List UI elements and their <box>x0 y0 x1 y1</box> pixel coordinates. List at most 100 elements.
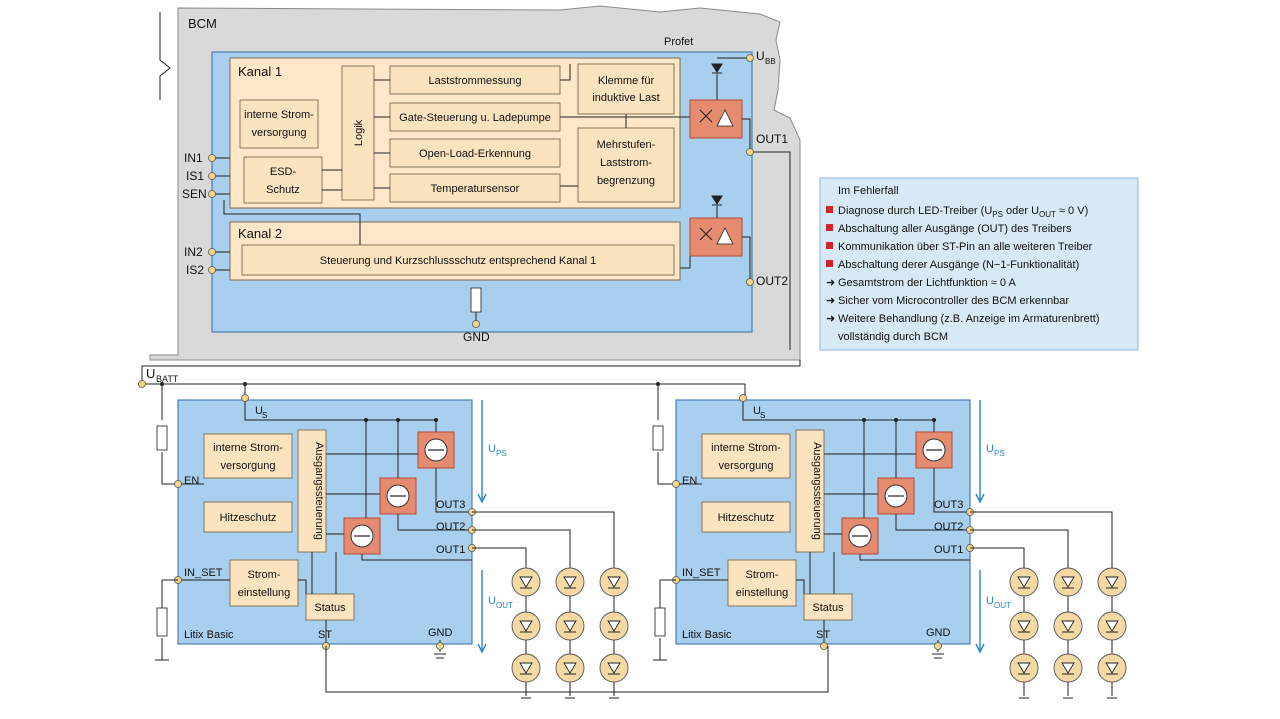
out1-label: OUT1 <box>436 544 465 556</box>
laststrommessung-block <box>389 65 561 95</box>
out3-label: OUT3 <box>934 499 963 511</box>
klemme-block <box>577 63 675 115</box>
pin-is2: IS2 <box>186 263 204 277</box>
kanal2-label: Kanal 2 <box>238 226 282 241</box>
pin-sen: SEN <box>182 187 207 201</box>
en-label: EN <box>184 475 199 487</box>
gate-steuerung-label: Gate-Steuerung u. Ladepumpe <box>399 112 551 124</box>
driver-wire <box>895 514 970 531</box>
open-load-block <box>389 138 561 168</box>
legend-item-8: vollständig durch BCM <box>838 331 948 343</box>
interne-strom-line1: interne Strom- <box>244 109 314 121</box>
uout-label: U <box>986 595 994 607</box>
led-diode-symbol <box>1017 576 1031 589</box>
pin-is1: IS1 <box>186 169 204 183</box>
gnd-symbol <box>434 653 446 659</box>
led-diode-symbol <box>1061 662 1075 675</box>
uout-arrow <box>477 570 487 654</box>
in-set-resistor <box>156 607 168 637</box>
led-diode-symbol <box>563 576 577 589</box>
strom-line2: einstellung <box>238 587 291 599</box>
ups-label: U <box>986 443 994 455</box>
strom-line2: einstellung <box>736 587 789 599</box>
driver-wire <box>859 554 970 561</box>
hitzeschutz-block <box>203 501 293 533</box>
driver-pin <box>739 394 747 402</box>
profet-pins <box>208 54 754 328</box>
out2-label: OUT2 <box>436 521 465 533</box>
klemme-line1: Klemme für <box>598 75 655 87</box>
st-label: ST <box>318 629 332 641</box>
legend-item-7: Weitere Behandlung (z.B. Anzeige im Arma… <box>838 313 1100 325</box>
status-block <box>803 593 853 621</box>
wire-node <box>396 418 400 422</box>
strom-line1: Strom- <box>248 569 281 581</box>
stromeinstellung-block <box>229 559 299 607</box>
wire-node <box>364 418 368 422</box>
driver-wire <box>796 579 805 594</box>
profet-gnd-label: GND <box>463 330 490 344</box>
led-diode-symbol <box>1105 576 1119 589</box>
uout-sub: OUT <box>496 601 513 610</box>
gnd-label: GND <box>926 627 951 639</box>
interne-strom-line2: versorgung <box>251 127 306 139</box>
legend-arrow-icon: ➜ <box>826 295 835 307</box>
kanal1-wires <box>322 64 690 191</box>
ups-label: U <box>488 443 496 455</box>
led-diode-symbol <box>607 576 621 589</box>
driver-pin <box>934 642 942 650</box>
clamp-diode-1 <box>711 63 723 74</box>
ups-sub: PS <box>496 449 507 458</box>
pin-in2: IN2 <box>184 245 203 259</box>
legend-item-5: Gesamtstrom der Lichtfunktion ≈ 0 A <box>838 277 1017 289</box>
temperatursensor-label: Temperatursensor <box>431 183 520 195</box>
klemme-line2: induktive Last <box>592 92 659 104</box>
in-set-label: IN_SET <box>184 567 223 579</box>
profet-resistor <box>470 287 482 313</box>
interne-stromversorgung-block <box>239 99 319 149</box>
profet-label: Profet <box>664 36 693 48</box>
st-link <box>325 646 829 693</box>
driver-wire <box>933 468 970 513</box>
litix-name: Litix Basic <box>682 629 732 641</box>
driver-wire <box>397 514 472 531</box>
mehrstufen-block <box>577 127 675 203</box>
interne-strom-line2: versorgung <box>220 460 275 472</box>
uout-label: U <box>488 595 496 607</box>
interne-strom-line2: versorgung <box>718 460 773 472</box>
ausgangssteuerung-label: Ausgangssteuerung <box>313 442 325 540</box>
led-string-wire <box>472 511 615 566</box>
us-label: U <box>753 405 761 417</box>
uout-arrow <box>975 570 985 654</box>
driver-wire <box>742 398 935 432</box>
ubb-label: U <box>756 49 765 63</box>
led-diode-symbol <box>519 662 533 675</box>
strom-line1: Strom- <box>746 569 779 581</box>
kanal1-label: Kanal 1 <box>238 64 282 79</box>
ubb-sub: BB <box>765 57 776 66</box>
ausgangssteuerung-label: Ausgangssteuerung <box>811 442 823 540</box>
in-set-resistor <box>654 607 666 637</box>
legend-item-2: Abschaltung aller Ausgänge (OUT) des Tre… <box>838 223 1072 235</box>
led-diode-symbol <box>519 620 533 633</box>
legend-item-6: Sicher vom Microcontroller des BCM erken… <box>838 295 1069 307</box>
led-diode-symbol <box>607 620 621 633</box>
led-diode-symbol <box>1105 662 1119 675</box>
wire-node <box>894 418 898 422</box>
mehrstufen-line1: Mehrstufen- <box>597 139 656 151</box>
led-diode-symbol <box>1061 620 1075 633</box>
ubatt-rail <box>138 360 801 485</box>
en-label: EN <box>682 475 697 487</box>
gnd-label: GND <box>428 627 453 639</box>
laststrommessung-label: Laststrommessung <box>429 75 522 87</box>
legend-items: Diagnose durch LED-Treiber (UPS oder UOU… <box>826 205 1100 343</box>
ups-arrow <box>477 400 487 504</box>
us-sub: S <box>760 411 765 420</box>
led-string-wire <box>472 547 527 566</box>
interne-stromversorgung-block <box>701 433 791 479</box>
uout-sub: OUT <box>994 601 1011 610</box>
driver-wire <box>244 398 437 432</box>
